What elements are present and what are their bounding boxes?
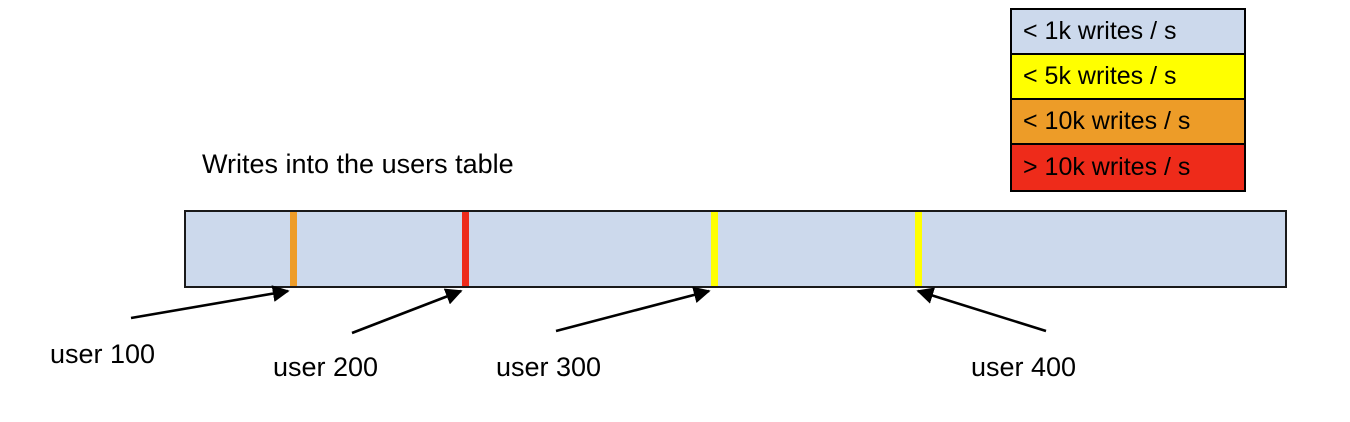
legend-label-under-1k: < 1k writes / s [1023,17,1177,45]
arrow-user-100 [130,285,290,320]
diagram-title: Writes into the users table [202,149,514,179]
arrow-user-400 [916,287,1047,333]
marker-user-300 [711,212,718,286]
legend-row-under-1k: < 1k writes / s [1012,10,1244,55]
label-user-400: user 400 [971,352,1077,382]
label-user-300: user 300 [496,352,602,382]
arrow-user-300 [555,286,711,333]
label-user-100: user 100 [50,339,156,369]
marker-user-200 [462,212,469,286]
users-table-bar [184,210,1287,288]
legend-row-over-10k: > 10k writes / s [1012,145,1244,190]
marker-user-100 [290,212,297,286]
legend-row-under-5k: < 5k writes / s [1012,55,1244,100]
marker-user-400 [915,212,922,286]
legend-row-under-10k: < 10k writes / s [1012,100,1244,145]
legend: < 1k writes / s < 5k writes / s < 10k wr… [1010,8,1246,192]
legend-label-under-10k: < 10k writes / s [1023,107,1191,135]
legend-label-over-10k: > 10k writes / s [1023,153,1191,181]
arrow-user-200 [351,288,463,335]
label-user-200: user 200 [273,352,379,382]
legend-label-under-5k: < 5k writes / s [1023,62,1177,90]
